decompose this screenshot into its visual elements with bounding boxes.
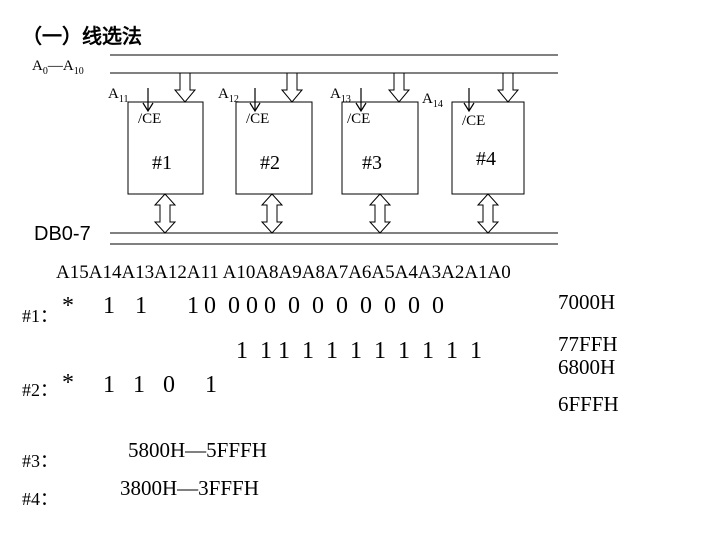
data-arrow-1 — [153, 193, 177, 234]
row-4-label: #4： — [22, 489, 58, 509]
chip-1-name: #1 — [152, 152, 172, 174]
row-1-start-hex: 7000H — [558, 290, 616, 314]
row-1-star: * — [62, 293, 74, 319]
page-title: （一）线选法 — [22, 24, 142, 48]
row-1-high-bits: 1 1 1 — [103, 293, 199, 319]
row-1-end-hex: 77FFH — [558, 332, 618, 356]
chip-3-box — [341, 101, 419, 195]
row-2-star: * — [62, 370, 74, 396]
data-arrow-4 — [476, 193, 500, 234]
chip-4-name: #4 — [476, 148, 496, 170]
row-2-end-hex: 6FFFH — [558, 392, 619, 416]
select-line-label-4: A14 — [422, 91, 443, 110]
chip-4-box — [451, 101, 525, 195]
data-arrow-2 — [260, 193, 284, 234]
row-2-start-hex: 6800H — [558, 355, 616, 379]
row-3-range: 5800H—5FFFH — [128, 438, 267, 462]
row-2-high-bits: 1 1 0 1 — [103, 372, 217, 398]
chip-2-box — [235, 101, 313, 195]
data-arrow-3 — [368, 193, 392, 234]
chip-1-box — [127, 101, 204, 195]
addr-arrow-4 — [496, 72, 520, 103]
row-4-range: 3800H—3FFFH — [120, 476, 259, 500]
chip-2-ce-label: /CE — [246, 111, 270, 127]
data-bus-label: DB0-7 — [34, 223, 91, 245]
select-line-label-3: A13 — [330, 86, 351, 105]
chip-select-arrows — [142, 88, 475, 113]
chip-3-ce-label: /CE — [347, 111, 371, 127]
chip-4-ce-label: /CE — [462, 113, 486, 129]
row-1-low-bits: 0 0 0 0 0 0 0 0 0 0 0 — [204, 293, 444, 319]
chip-2-name: #2 — [260, 152, 280, 174]
addr-arrow-3 — [387, 72, 411, 103]
row-2-label: #2： — [22, 380, 58, 400]
address-bus-arrows — [173, 72, 520, 103]
addr-arrow-2 — [280, 72, 304, 103]
row-3-label: #3： — [22, 451, 58, 471]
chip-1-ce-label: /CE — [138, 111, 162, 127]
addr-arrow-1 — [173, 72, 197, 103]
data-bus-arrows — [153, 193, 500, 234]
address-bits-header: A15A14A13A12A11 A10A8A9A8A7A6A5A4A3A2A1A… — [56, 262, 511, 283]
select-line-label-1: A11 — [108, 86, 129, 105]
row-1-end-low-bits: 1 1 1 1 1 1 1 1 1 1 1 — [236, 338, 482, 364]
row-1-label: #1： — [22, 306, 58, 326]
address-bus-label: A0—A10 — [32, 58, 84, 77]
chip-3-name: #3 — [362, 152, 382, 174]
select-line-label-2: A12 — [218, 86, 239, 105]
